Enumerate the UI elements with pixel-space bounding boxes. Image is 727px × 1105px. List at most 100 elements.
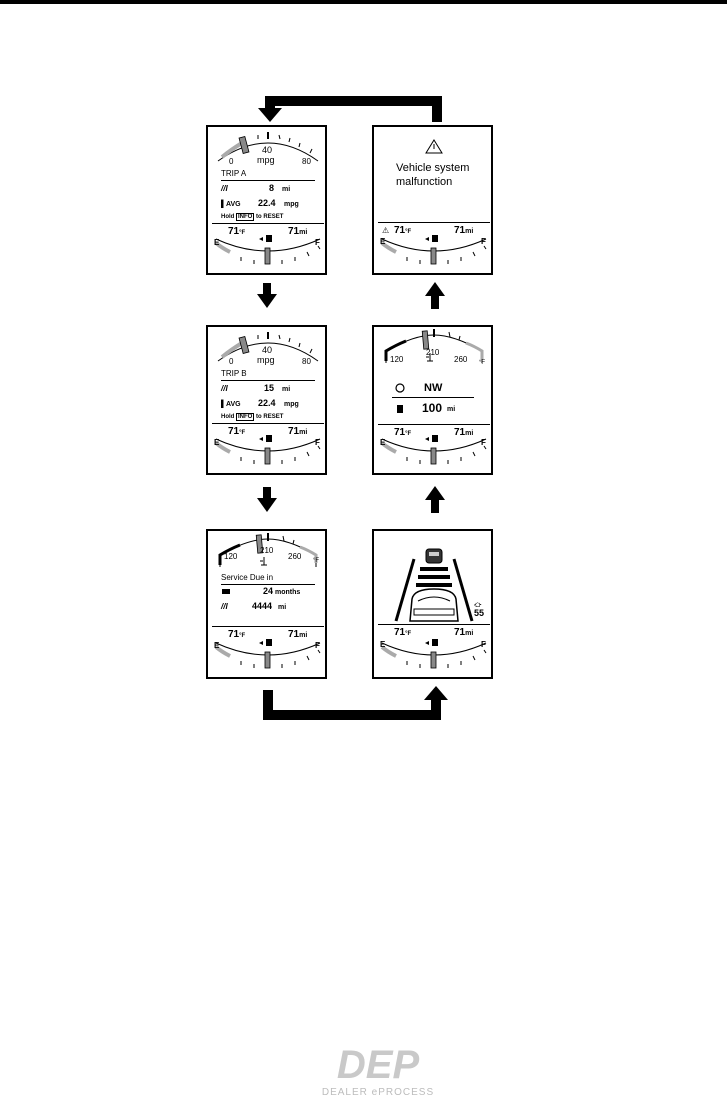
trip-distance-value: 8 bbox=[269, 183, 275, 193]
trip-distance-unit: mi bbox=[282, 186, 291, 193]
range-readout: 71mi bbox=[288, 426, 308, 437]
mpg-mid-label: 40 bbox=[262, 145, 273, 155]
mpg-min-label: 0 bbox=[229, 357, 234, 366]
temp-unit-label: °F bbox=[313, 558, 320, 564]
dealer-eprocess-logo: DEP DEALER ePROCESS bbox=[313, 1040, 443, 1100]
fuel-empty-label: E bbox=[380, 438, 386, 447]
distance-icon: //l bbox=[221, 184, 228, 193]
set-speed: 55 bbox=[474, 608, 485, 618]
trip-distance-value: 15 bbox=[264, 383, 275, 393]
avg-label: ▌AVG bbox=[221, 401, 241, 408]
avg-label: ▌AVG bbox=[221, 201, 241, 208]
divider bbox=[212, 626, 324, 627]
warning-small-icon: ⚠ bbox=[382, 226, 390, 235]
cruise-gauges: ⛮ bbox=[380, 548, 488, 670]
divider bbox=[212, 223, 324, 224]
own-car-icon bbox=[409, 588, 459, 622]
avg-unit: mpg bbox=[284, 401, 299, 408]
warning-message-line1: Vehicle system bbox=[396, 162, 470, 174]
compass-gauges bbox=[380, 327, 488, 466]
mpg-mid-label: 40 bbox=[262, 345, 273, 355]
mpg-unit-label: mpg bbox=[257, 155, 275, 165]
lead-car-icon bbox=[425, 548, 443, 564]
temp-mid-label: 210 bbox=[260, 546, 274, 555]
compass-heading: NW bbox=[424, 382, 443, 394]
divider bbox=[212, 423, 324, 424]
panel-service: 120 210 260 °F Service Due in 24 months … bbox=[206, 529, 327, 679]
distance-icon: //l bbox=[221, 602, 228, 611]
panel-warning: Vehicle system malfunction ⚠ 71°F 71mi E… bbox=[372, 125, 493, 275]
fuel-pump-icon bbox=[397, 405, 403, 413]
warning-triangle-icon bbox=[425, 139, 443, 154]
mpg-max-label: 80 bbox=[302, 357, 311, 366]
logo-tagline: DEALER ePROCESS bbox=[322, 1087, 434, 1098]
mpg-max-label: 80 bbox=[302, 157, 311, 166]
mpg-unit-label: mpg bbox=[257, 355, 275, 365]
panel-cruise: ⛮ 55 71°F 71mi E F bbox=[372, 529, 493, 679]
temp-readout: 71°F bbox=[394, 225, 412, 236]
compass-icon bbox=[395, 383, 405, 393]
service-title: Service Due in bbox=[221, 573, 274, 582]
trip-distance-unit: mi bbox=[282, 386, 291, 393]
temp-min-label: 120 bbox=[224, 552, 238, 561]
temp-readout: 71°F bbox=[228, 426, 246, 437]
divider bbox=[221, 380, 315, 381]
logo-letters: DEP bbox=[337, 1043, 420, 1087]
fuel-full-label: F bbox=[315, 238, 320, 247]
divider bbox=[221, 180, 315, 181]
fuel-empty-label: E bbox=[214, 438, 220, 447]
fuel-empty-label: E bbox=[214, 641, 220, 650]
fuel-full-label: F bbox=[481, 640, 486, 649]
miles-value: 4444 bbox=[252, 601, 273, 611]
panel-compass: 120 210 260 °F NW 100 mi 71°F 71mi E F bbox=[372, 325, 493, 475]
temp-unit-label: °F bbox=[479, 360, 486, 366]
warning-gauges bbox=[380, 139, 488, 266]
cruise-icon: ⛮ bbox=[474, 602, 482, 609]
divider bbox=[392, 397, 474, 398]
up-arrow-1 bbox=[425, 282, 445, 309]
fuel-full-label: F bbox=[481, 237, 486, 246]
top-rule bbox=[0, 0, 727, 4]
lane-graphic bbox=[394, 558, 474, 622]
fuel-full-label: F bbox=[315, 438, 320, 447]
range-readout: 71mi bbox=[454, 427, 474, 438]
range-readout: 71mi bbox=[454, 627, 474, 638]
avg-value: 22.4 bbox=[258, 198, 276, 208]
dep-logo-mark: DEP DEALER ePROCESS bbox=[322, 1043, 434, 1098]
divider bbox=[378, 222, 490, 223]
up-arrow-2 bbox=[425, 486, 445, 513]
avg-unit: mpg bbox=[284, 201, 299, 208]
range-readout: 71mi bbox=[288, 226, 308, 237]
calendar-icon bbox=[222, 589, 230, 594]
avg-value: 22.4 bbox=[258, 398, 276, 408]
fuel-empty-label: E bbox=[214, 238, 220, 247]
months-value: 24 bbox=[263, 586, 274, 596]
temp-readout: 71°F bbox=[394, 427, 412, 438]
loop-arrow-bottom bbox=[263, 686, 448, 720]
trip-title: TRIP A bbox=[221, 169, 247, 178]
hold-info-reset: Hold INFO to RESET bbox=[221, 213, 284, 221]
months-unit: months bbox=[275, 589, 301, 596]
miles-unit: mi bbox=[278, 604, 287, 611]
warning-message-line2: malfunction bbox=[396, 176, 453, 188]
temp-readout: 71°F bbox=[394, 627, 412, 638]
temp-max-label: 260 bbox=[454, 355, 468, 364]
temp-min-label: 120 bbox=[390, 355, 404, 364]
panel-trip-b: 0 40 mpg 80 TRIP B //l 15 mi ▌AVG 22.4 m… bbox=[206, 325, 327, 475]
range-readout: 71mi bbox=[454, 225, 474, 236]
temp-readout: 71°F bbox=[228, 629, 246, 640]
fuel-full-label: F bbox=[481, 438, 486, 447]
fuel-empty-label: E bbox=[380, 237, 386, 246]
hold-info-reset: Hold INFO to RESET bbox=[221, 413, 284, 421]
panel-trip-a: 0 40 mpg 80 TRIP A //l 8 mi ▌AVG 22.4 mp… bbox=[206, 125, 327, 275]
fuel-full-label: F bbox=[315, 641, 320, 650]
trip-title: TRIP B bbox=[221, 369, 247, 378]
temp-max-label: 260 bbox=[288, 552, 302, 561]
down-arrow-2 bbox=[257, 487, 277, 512]
mpg-min-label: 0 bbox=[229, 157, 234, 166]
divider bbox=[378, 424, 490, 425]
temp-mid-label: 210 bbox=[426, 348, 440, 357]
fuel-empty-label: E bbox=[380, 640, 386, 649]
range-readout: 71mi bbox=[288, 629, 308, 640]
